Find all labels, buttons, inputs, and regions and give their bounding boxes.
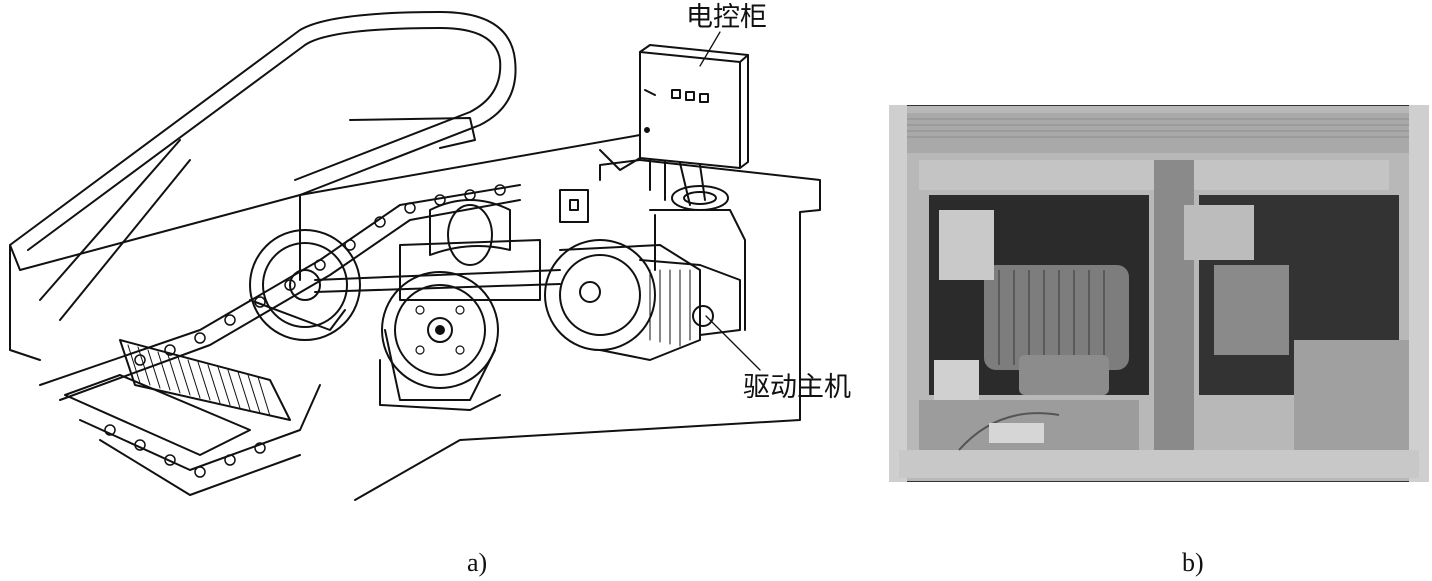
machine-room-photo xyxy=(889,105,1429,482)
control-cabinet xyxy=(599,44,749,206)
junction-box xyxy=(559,189,589,223)
step xyxy=(64,339,291,456)
gearbox xyxy=(1184,205,1289,355)
drive-chain-wheel xyxy=(381,271,499,401)
electrical-box xyxy=(1294,340,1409,450)
motor xyxy=(984,265,1129,395)
truss-housing xyxy=(9,134,821,501)
brake-cover xyxy=(939,210,994,280)
escalator-drive-line-drawing xyxy=(9,11,821,501)
label-control-cabinet: 电控柜 xyxy=(686,2,767,33)
main-shaft xyxy=(314,199,561,301)
step-chain xyxy=(39,184,521,496)
step-sprocket-left xyxy=(249,229,361,341)
control-pendant xyxy=(989,423,1044,443)
label-drive-unit: 驱动主机 xyxy=(743,372,851,403)
leader-lines xyxy=(699,31,761,371)
handrail xyxy=(9,11,517,321)
caption-a: a) xyxy=(467,548,488,577)
floor-plate xyxy=(899,113,1419,153)
caption-b: b) xyxy=(1182,548,1204,577)
drive-unit xyxy=(544,185,746,361)
